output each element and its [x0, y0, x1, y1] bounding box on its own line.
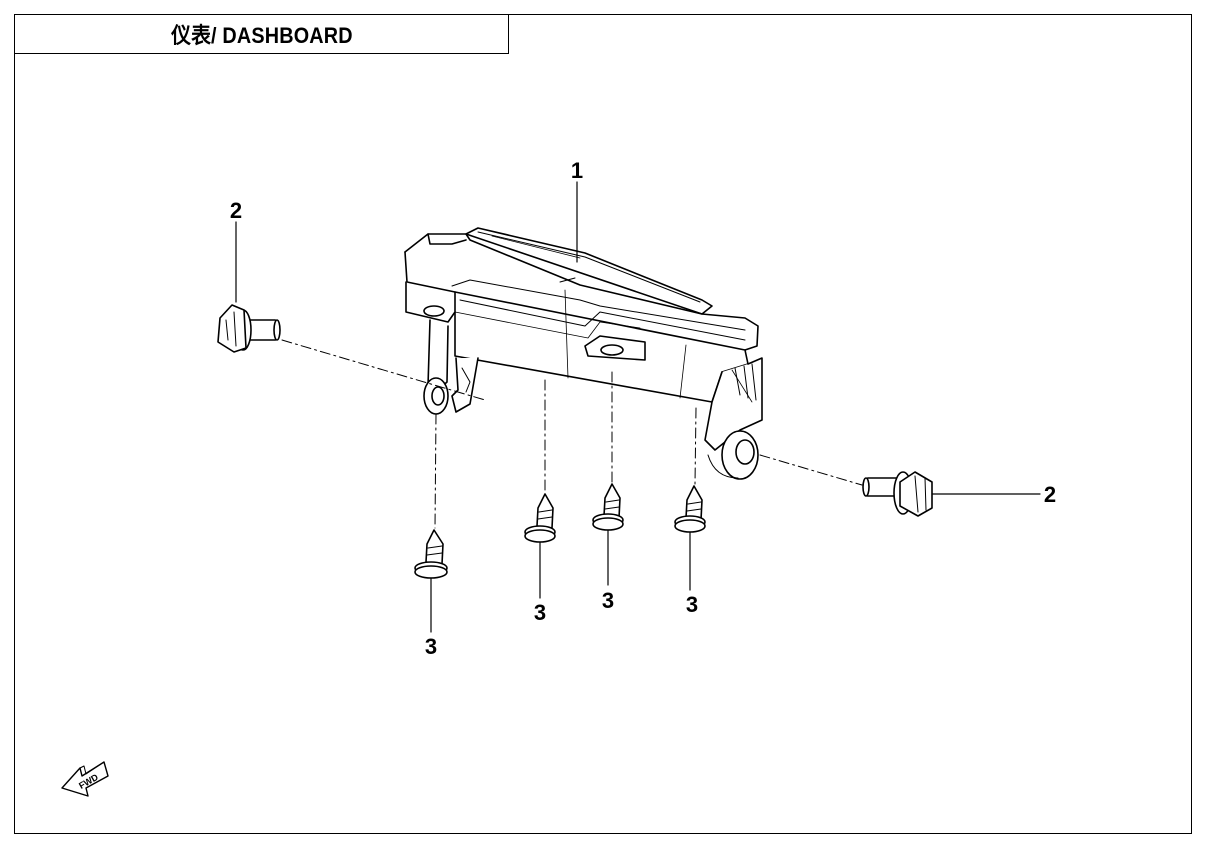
screw-d: [674, 485, 706, 533]
fwd-arrow-icon: [61, 761, 109, 797]
callout-part-2-right: 2: [1044, 482, 1056, 507]
drawing-frame: [14, 14, 1192, 834]
bolt-left: [217, 304, 281, 353]
dashboard-unit: [404, 227, 763, 480]
screw-b: [524, 493, 556, 543]
callout-part-2-left: 2: [230, 198, 242, 223]
page-title: 仪表/ DASHBOARD: [170, 23, 353, 48]
callout-part-1: 1: [571, 158, 583, 183]
leader-lines: [235, 181, 1041, 633]
title-box: 仪表/ DASHBOARD: [14, 14, 509, 54]
callout-part-3-d: 3: [686, 592, 698, 617]
screw-a: [414, 529, 448, 579]
bolt-right: [862, 471, 933, 517]
callout-part-3-a: 3: [425, 634, 437, 659]
assembly-centerlines: [281, 339, 863, 529]
callout-part-3-c: 3: [602, 588, 614, 613]
screw-c: [592, 483, 624, 531]
callout-part-3-b: 3: [534, 600, 546, 625]
